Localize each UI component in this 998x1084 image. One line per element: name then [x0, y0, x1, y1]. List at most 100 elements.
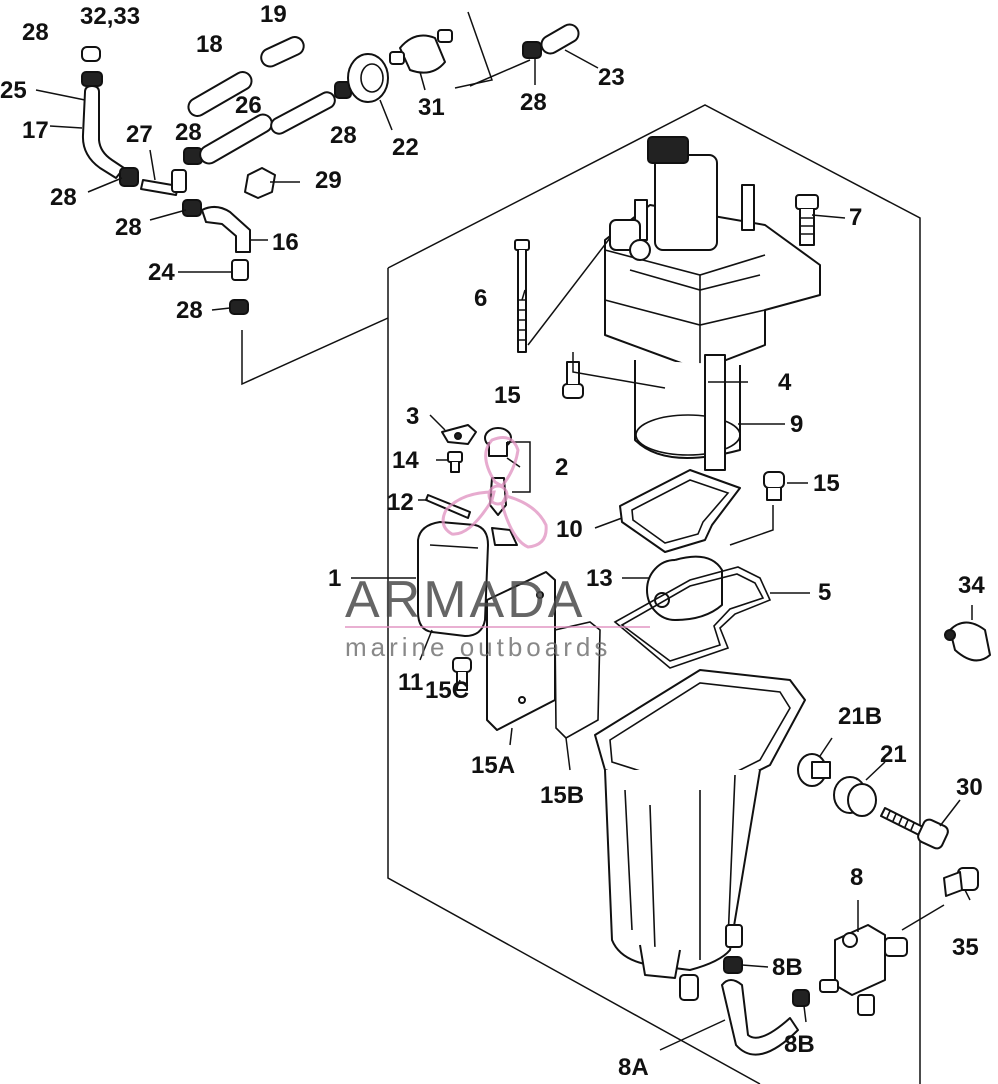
float-arm-3 [441, 424, 477, 445]
callout-12: 12 [387, 489, 414, 516]
callout-28-27: 28 [175, 119, 202, 146]
separator-cover-assembly [604, 136, 821, 471]
clamp-28-bottom [229, 299, 249, 315]
callout-3: 3 [406, 403, 419, 430]
callout-30: 30 [956, 774, 983, 801]
callout-13: 13 [586, 565, 613, 592]
drain-fitting-8 [819, 924, 908, 1016]
screw-15-right-link [729, 505, 774, 546]
clamp-28-left-mid [119, 167, 139, 187]
callout-32-33: 32,33 [80, 3, 140, 30]
bolt-6 [514, 239, 530, 353]
clamp-28-23 [522, 41, 542, 59]
hose-26 [199, 113, 273, 165]
callout-6: 6 [474, 285, 487, 312]
hose-8A [721, 979, 799, 1056]
needle-valve-2-bracket [507, 441, 531, 493]
float-13 [646, 555, 723, 621]
filter-cup-22 [347, 53, 389, 103]
callout-23: 23 [598, 64, 625, 91]
callout-8A: 8A [618, 1054, 649, 1081]
watermark-brand: ARMADA [345, 571, 585, 629]
clip-29 [244, 167, 276, 199]
propeller-hub [487, 484, 509, 506]
grommet-21B [797, 753, 831, 787]
callout-8: 8 [850, 864, 863, 891]
tee-fitting-27 [140, 169, 187, 196]
hose-19 [260, 36, 305, 68]
propeller-blade-top [484, 436, 520, 488]
hose-group-link-line [241, 317, 389, 386]
callout-28-bottom: 28 [176, 297, 203, 324]
fuel-filter-31 [389, 29, 453, 74]
callout-16: 16 [272, 229, 299, 256]
callout-4: 4 [778, 369, 792, 396]
propeller-blade-right [500, 494, 548, 549]
callout-15B: 15B [540, 782, 584, 809]
exploded-view-frame [387, 104, 921, 1084]
bolt-30 [880, 807, 949, 850]
hose-23 [540, 23, 580, 55]
callout-2: 2 [555, 454, 568, 481]
callout-34: 34 [958, 572, 985, 599]
screw-35-link [901, 904, 945, 931]
callout-28-left-low: 28 [115, 214, 142, 241]
callout-15A: 15A [471, 752, 515, 779]
callout-15-upper: 15 [494, 382, 521, 409]
callout-15C: 15C [425, 677, 469, 704]
callout-35: 35 [952, 934, 979, 961]
callout-22: 22 [392, 134, 419, 161]
callout-10: 10 [556, 516, 583, 543]
callout-18: 18 [196, 31, 223, 58]
hose-16 [201, 206, 251, 253]
hose-filter-inlet [270, 91, 336, 135]
callout-5: 5 [818, 579, 831, 606]
callout-24: 24 [148, 259, 175, 286]
clamp-8B-lower [792, 989, 810, 1007]
gasket-15B [554, 621, 601, 739]
callout-17: 17 [22, 117, 49, 144]
callout-21B: 21B [838, 703, 882, 730]
bolt-6-link-line [527, 237, 611, 346]
callout-28-left-mid: 28 [50, 184, 77, 211]
watermark-tagline: marine outboards [345, 632, 611, 662]
callout-1: 1 [328, 565, 341, 592]
fuel-cap-32-33 [81, 46, 101, 62]
grommet-21 [833, 776, 877, 817]
callout-26: 26 [235, 92, 262, 119]
screw-15-link [572, 352, 666, 389]
callout-11: 11 [398, 669, 423, 696]
armada-watermark: ARMADA marine outboards [345, 436, 650, 662]
callout-8B-upper: 8B [772, 954, 803, 981]
callout-9: 9 [790, 411, 803, 438]
clamp-28-top-left [81, 71, 103, 87]
clamp-28-27-bottom [182, 199, 202, 217]
callout-19: 19 [260, 1, 287, 28]
propeller-blade-left [441, 490, 496, 536]
callout-28-22: 28 [330, 122, 357, 149]
callout-8B-lower: 8B [784, 1031, 815, 1058]
clip-34 [944, 621, 991, 662]
leader-lines [35, 49, 973, 1051]
callout-14: 14 [392, 447, 419, 474]
screw-14 [447, 451, 463, 473]
callout-7: 7 [849, 204, 862, 231]
o-ring-gasket-5 [613, 566, 772, 669]
float-bowl-body [594, 669, 806, 1001]
o-ring-gasket-5-inner [620, 573, 765, 662]
callout-31: 31 [418, 94, 445, 121]
filter-link-line [454, 11, 493, 89]
hose-25-17 [81, 85, 125, 179]
screw-15-right [763, 471, 785, 501]
callout-21: 21 [880, 741, 907, 768]
float-1 [417, 521, 489, 637]
propeller-logo [441, 436, 548, 549]
callout-29: 29 [315, 167, 342, 194]
callout-28-top-left: 28 [22, 19, 49, 46]
callout-25: 25 [0, 77, 27, 104]
hose-18 [187, 71, 253, 117]
screw-15C [452, 657, 472, 691]
callout-15-right: 15 [813, 470, 840, 497]
